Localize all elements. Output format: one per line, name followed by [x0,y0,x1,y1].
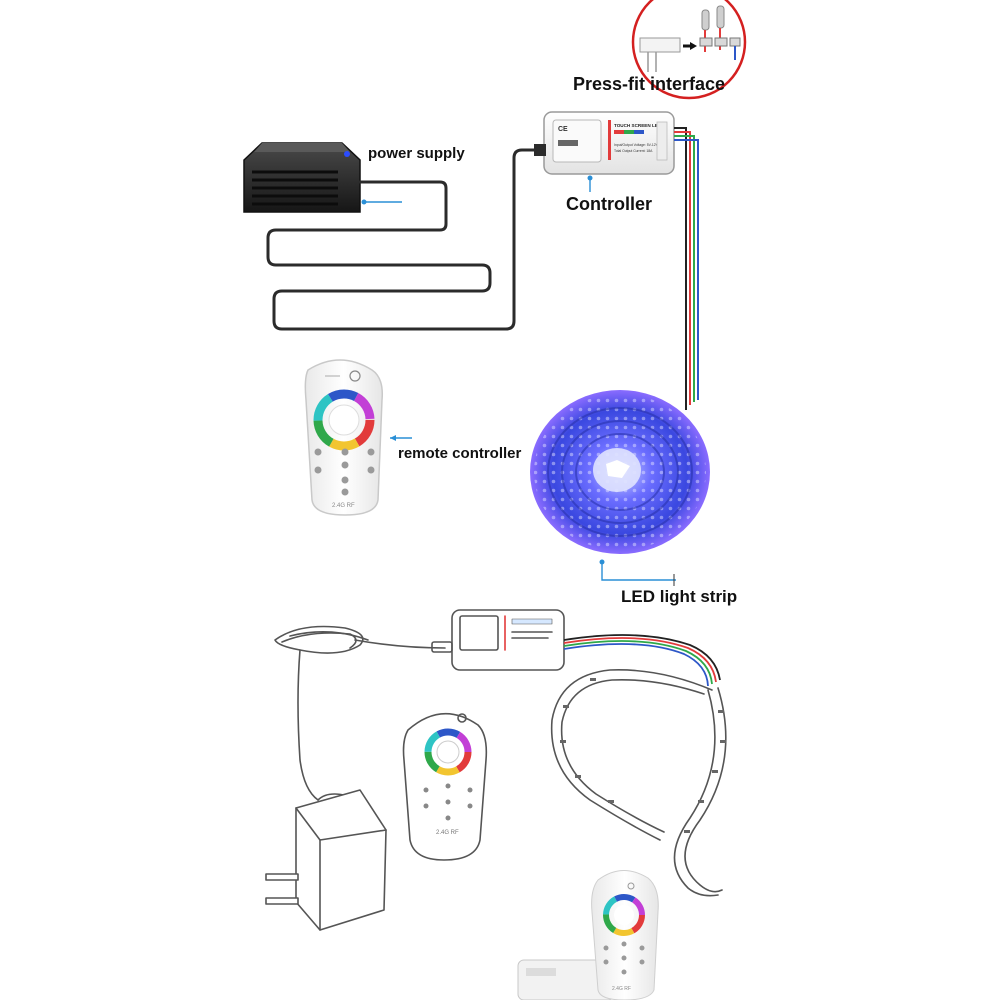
ce-mark: CE [558,126,568,133]
rgb-output-wires [674,127,699,410]
bottom-sketch: 2.4G RF [265,609,727,1000]
controller-pointer-dot [587,175,593,181]
remote-color-wheel [313,389,375,451]
controller-rgb-r [614,130,624,134]
sketch-wall-adapter [265,789,387,931]
power-supply-body [243,142,361,213]
led-strip-coils [547,407,693,537]
sketch-remote-brand: 2.4G RF [436,830,459,836]
dc-power-cable [266,148,546,331]
controller-rgb-b [634,130,644,134]
press-fit-detail-image [639,5,741,72]
remote-brand-text: 2.4G RF [332,503,355,509]
remote-power-button [349,370,361,382]
controller-barcode [558,140,578,146]
controller-spec-line1: Input/Output Voltage: 5V-12V-24V [614,143,666,147]
sketch-remote: 2.4G RF [402,712,488,861]
dc-jack-plug [534,144,546,156]
remote-pointer-arrow [390,435,396,441]
led-strip-pointer [601,560,676,581]
led-strip-label: LED light strip [621,587,737,606]
photo-remote-brand: 2.4G RF [612,986,631,992]
sketch-coiled-cable [274,625,446,801]
power-supply-pointer-dot [361,199,367,205]
controller-spec-line2: Total Output Current: 18A [614,149,653,153]
press-fit-callout [631,0,747,100]
power-supply-label: power supply [368,145,465,162]
controller-terminal-block [656,121,668,161]
power-supply-vents [252,170,338,206]
power-led-indicator [344,151,350,157]
led-strip-reel [530,390,710,554]
photo-controller-label [526,968,556,976]
reel-core [606,460,630,478]
sketch-led-strip [550,669,727,897]
bottom-product-photo: 2.4G RF [517,870,659,1000]
photo-remote-power [627,882,635,890]
controller-accent-stripe [608,120,611,160]
press-fit-label: Press-fit interface [573,74,725,94]
remote-controller-label: remote controller [398,445,522,462]
power-supply-device [243,142,361,213]
controller-label: Controller [566,194,652,214]
sketch-led-chips [560,678,726,833]
sketch-controller [431,609,565,671]
led-strip-pointer-dot [599,559,605,565]
power-supply-top-bevel [254,143,350,152]
remote-buttons [314,448,375,496]
remote-controller-device: 2.4G RF [304,359,384,516]
controller-title-text: TOUCH SCREEN LED [614,123,662,128]
sketch-rgb-ribbon [563,634,721,687]
controller-rgb-g [624,130,634,134]
controller-device: CE TOUCH SCREEN LED Input/Output Voltage… [543,111,675,175]
